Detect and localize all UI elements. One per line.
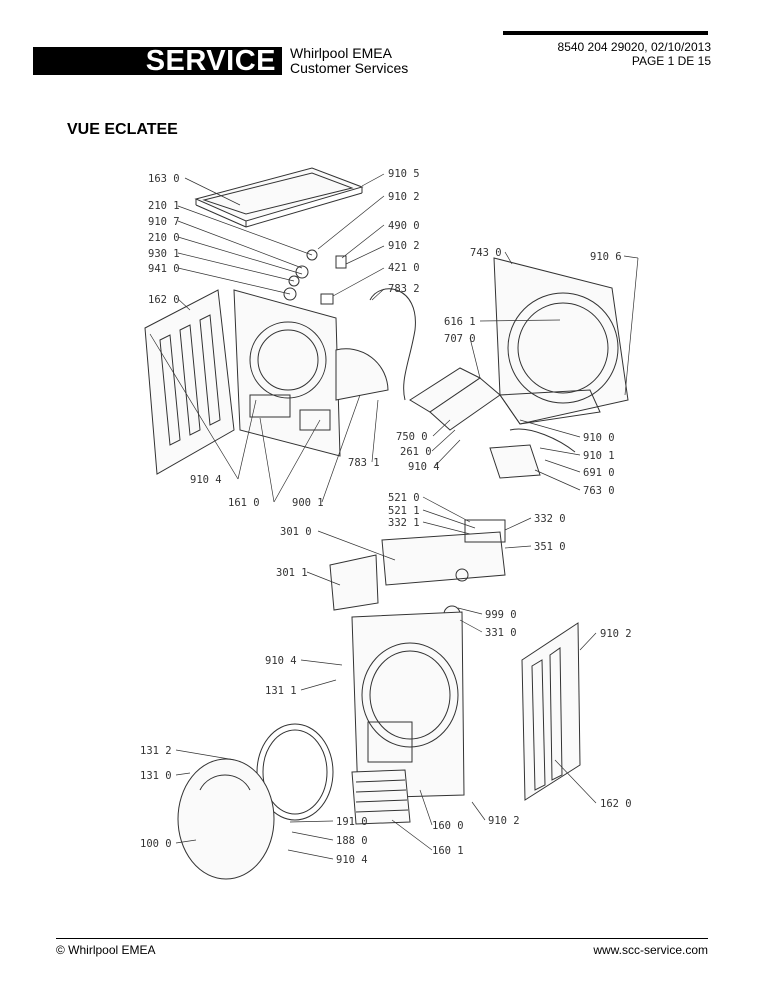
part-label: 301 1 [276, 567, 308, 579]
part-label: 163 0 [148, 173, 180, 185]
section-title: VUE ECLATEE [67, 121, 178, 138]
filter-housing [489, 444, 541, 479]
part-label: 131 2 [140, 745, 172, 757]
small-parts-cluster [283, 249, 347, 305]
part-label: 616 1 [444, 316, 476, 328]
part-label: 191 0 [336, 816, 368, 828]
footer-website: www.scc-service.com [593, 943, 708, 957]
part-label: 332 1 [388, 517, 420, 529]
footer-copyright: © Whirlpool EMEA [56, 943, 156, 957]
part-label: 910 4 [408, 461, 440, 473]
door-seal-part [256, 723, 334, 821]
part-label: 100 0 [140, 838, 172, 850]
front-panel-part [351, 611, 465, 799]
company-line-1: Whirlpool EMEA [290, 45, 392, 61]
cover-plate [335, 348, 389, 401]
document-reference: 8540 204 29020, 02/10/2013 PAGE 1 DE 15 [558, 40, 711, 68]
part-label: 707 0 [444, 333, 476, 345]
rear-frame [493, 257, 629, 425]
part-label: 188 0 [336, 835, 368, 847]
part-label: 910 0 [583, 432, 615, 444]
side-panel-right [521, 622, 581, 801]
company-line-2: Customer Services [290, 60, 409, 76]
part-label: 210 0 [148, 232, 180, 244]
page-info: PAGE 1 DE 15 [631, 54, 711, 68]
door-part [177, 758, 275, 880]
water-container [409, 367, 501, 431]
part-label: 910 2 [488, 815, 520, 827]
control-panel-part [381, 519, 506, 586]
part-label: 261 0 [400, 446, 432, 458]
part-label: 743 0 [470, 247, 502, 259]
part-label: 783 1 [348, 457, 380, 469]
grille-part [351, 769, 411, 825]
company-name: Whirlpool EMEA Customer Services [290, 46, 408, 76]
part-label: 910 2 [388, 191, 420, 203]
leader-lines [149, 173, 639, 860]
part-label: 910 6 [590, 251, 622, 263]
part-label: 783 2 [388, 283, 420, 295]
part-label: 301 0 [280, 526, 312, 538]
part-label: 160 1 [432, 845, 464, 857]
part-label: 691 0 [583, 467, 615, 479]
part-label: 521 0 [388, 492, 420, 504]
part-label: 490 0 [388, 220, 420, 232]
part-label: 763 0 [583, 485, 615, 497]
part-label: 900 1 [292, 497, 324, 509]
side-panel-left [144, 289, 235, 475]
footer-rule [56, 938, 708, 939]
part-label: 131 1 [265, 685, 297, 697]
part-label: 910 2 [388, 240, 420, 252]
part-label: 941 0 [148, 263, 180, 275]
part-label: 930 1 [148, 248, 180, 260]
part-label: 161 0 [228, 497, 260, 509]
filter-strip [509, 428, 576, 453]
part-label: 910 4 [336, 854, 368, 866]
part-label: 750 0 [396, 431, 428, 443]
part-label: 421 0 [388, 262, 420, 274]
part-label: 162 0 [600, 798, 632, 810]
part-label: 910 7 [148, 216, 180, 228]
part-label: 351 0 [534, 541, 566, 553]
rear-panel [233, 289, 341, 457]
part-label: 910 4 [190, 474, 222, 486]
part-label: 910 2 [600, 628, 632, 640]
header-rule [503, 31, 708, 35]
part-label: 131 0 [140, 770, 172, 782]
part-label: 331 0 [485, 627, 517, 639]
part-label: 910 1 [583, 450, 615, 462]
drawer-part [329, 554, 379, 611]
part-label: 910 4 [265, 655, 297, 667]
doc-ref-number: 8540 204 29020, 02/10/2013 [557, 40, 711, 54]
service-banner: SERVICE [33, 47, 282, 76]
top-panel-part [194, 167, 364, 228]
part-label: 910 5 [388, 168, 420, 180]
part-label: 160 0 [432, 820, 464, 832]
part-label: 210 1 [148, 200, 180, 212]
part-label: 162 0 [148, 294, 180, 306]
part-label: 999 0 [485, 609, 517, 621]
part-label: 332 0 [534, 513, 566, 525]
part-label: 521 1 [388, 505, 420, 517]
part-labels: 163 0 910 5 910 2 210 1 910 7 490 0 210 … [140, 168, 632, 866]
